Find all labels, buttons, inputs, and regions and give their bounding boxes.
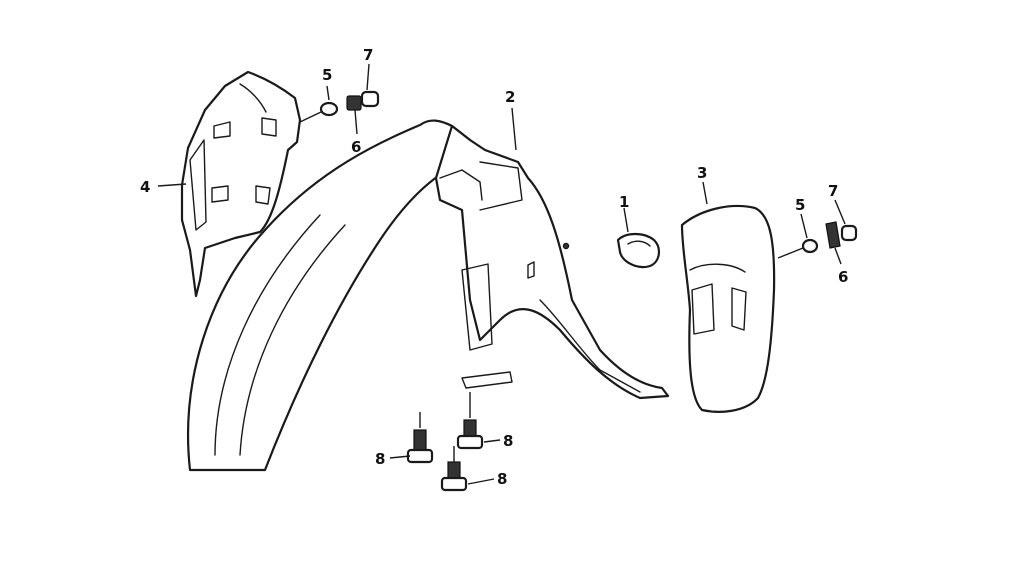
clip-part-1 — [616, 207, 660, 269]
bolt-part-8-a — [406, 412, 434, 464]
callout-3: 3 — [697, 164, 707, 182]
callout-1: 1 — [619, 193, 629, 211]
side-cover-part-4 — [180, 70, 302, 298]
callout-8-a: 8 — [375, 450, 385, 468]
callout-6-left: 6 — [351, 138, 361, 156]
bolt-part-8-b — [456, 371, 513, 450]
nut-part-6-right — [825, 221, 841, 249]
grommet-part-5-left — [299, 101, 339, 123]
bolt-part-8-c — [440, 446, 468, 492]
nut-part-6-left — [346, 95, 362, 111]
callout-7-right: 7 — [828, 182, 838, 200]
screw-part-7-right — [840, 224, 858, 242]
callout-8-b: 8 — [503, 432, 513, 450]
front-fender-part-2 — [187, 119, 670, 472]
callout-6-right: 6 — [838, 268, 848, 286]
callout-7-left: 7 — [363, 46, 373, 64]
callout-5-left: 5 — [322, 66, 332, 84]
callout-8-c: 8 — [497, 470, 507, 488]
grommet-part-5-right — [777, 238, 819, 259]
callout-5-right: 5 — [795, 196, 805, 214]
callout-2: 2 — [505, 88, 515, 106]
callout-4: 4 — [140, 178, 150, 196]
screw-part-7-left — [360, 90, 380, 108]
side-cover-part-3 — [680, 204, 776, 413]
